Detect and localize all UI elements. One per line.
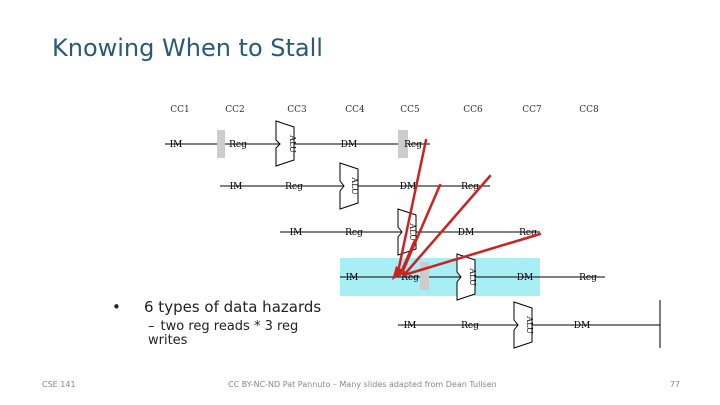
cycle-label-6: CC6 (463, 105, 483, 115)
svg-text:DM: DM (341, 140, 357, 150)
svg-text:Reg: Reg (519, 228, 537, 238)
dash-icon: – (148, 319, 155, 334)
instruction-row-2 (220, 162, 490, 210)
hazard-arrow-3 (402, 232, 542, 277)
alu-shape (275, 120, 295, 167)
svg-text:Reg: Reg (285, 182, 303, 192)
instruction-row-1 (165, 120, 430, 167)
svg-text:IM: IM (404, 321, 417, 331)
cycle-label-2: CC2 (225, 105, 245, 115)
svg-text:IM: IM (170, 140, 183, 150)
svg-text:IM: IM (230, 182, 243, 192)
bullet-dot-icon: • (112, 298, 121, 316)
hazard-arrows (396, 138, 542, 277)
svg-text:IM: IM (290, 228, 303, 238)
hazard-arrow-4 (398, 238, 417, 277)
cycle-label-7: CC7 (522, 105, 542, 115)
reg-read-shade (420, 262, 429, 290)
svg-text:Reg: Reg (229, 140, 247, 150)
sub-bullet-text: two reg reads * 3 reg writes (148, 319, 299, 348)
svg-text:Reg: Reg (579, 273, 597, 283)
svg-text:ALU: ALU (408, 222, 417, 241)
sub-bullet-item: –two reg reads * 3 reg writes (148, 320, 328, 348)
reg-write-shade (398, 130, 408, 158)
svg-text:ALU: ALU (525, 315, 534, 334)
hazard-arrow-5 (402, 174, 492, 277)
svg-text:ALU: ALU (468, 267, 477, 286)
reg-read-shade (217, 130, 225, 158)
cycle-label-5: CC5 (400, 105, 420, 115)
page-number: 77 (669, 380, 680, 389)
alu-shape (513, 301, 533, 349)
cycle-label-1: CC1 (170, 105, 190, 115)
instruction-row-4 (340, 253, 605, 301)
svg-text:Reg: Reg (461, 321, 479, 331)
svg-text:Reg: Reg (461, 182, 479, 192)
svg-text:ALU: ALU (288, 134, 297, 153)
svg-text:Reg: Reg (345, 228, 363, 238)
svg-text:Reg: Reg (401, 273, 419, 283)
alu-shape (456, 253, 476, 301)
svg-text:ALU: ALU (350, 176, 359, 195)
svg-text:IM: IM (346, 273, 359, 283)
arrow-head-icon (392, 266, 406, 280)
cycle-label-3: CC3 (287, 105, 307, 115)
cycle-label-8: CC8 (579, 105, 599, 115)
footer-course: CSE 141 (42, 380, 76, 389)
svg-text:DM: DM (574, 321, 590, 331)
svg-text:DM: DM (458, 228, 474, 238)
bullet-text: 6 types of data hazards (144, 298, 322, 316)
instruction-row-5 (398, 300, 661, 349)
hazard-arrow-1 (396, 138, 428, 274)
footer-credit: CC BY-NC-ND Pat Pannuto – Many slides ad… (228, 380, 497, 389)
svg-text:Reg: Reg (404, 140, 422, 150)
svg-text:DM: DM (400, 182, 416, 192)
svg-text:DM: DM (517, 273, 533, 283)
alu-shape (339, 162, 359, 210)
slide-title: Knowing When to Stall (52, 34, 323, 62)
cycle-label-4: CC4 (345, 105, 365, 115)
